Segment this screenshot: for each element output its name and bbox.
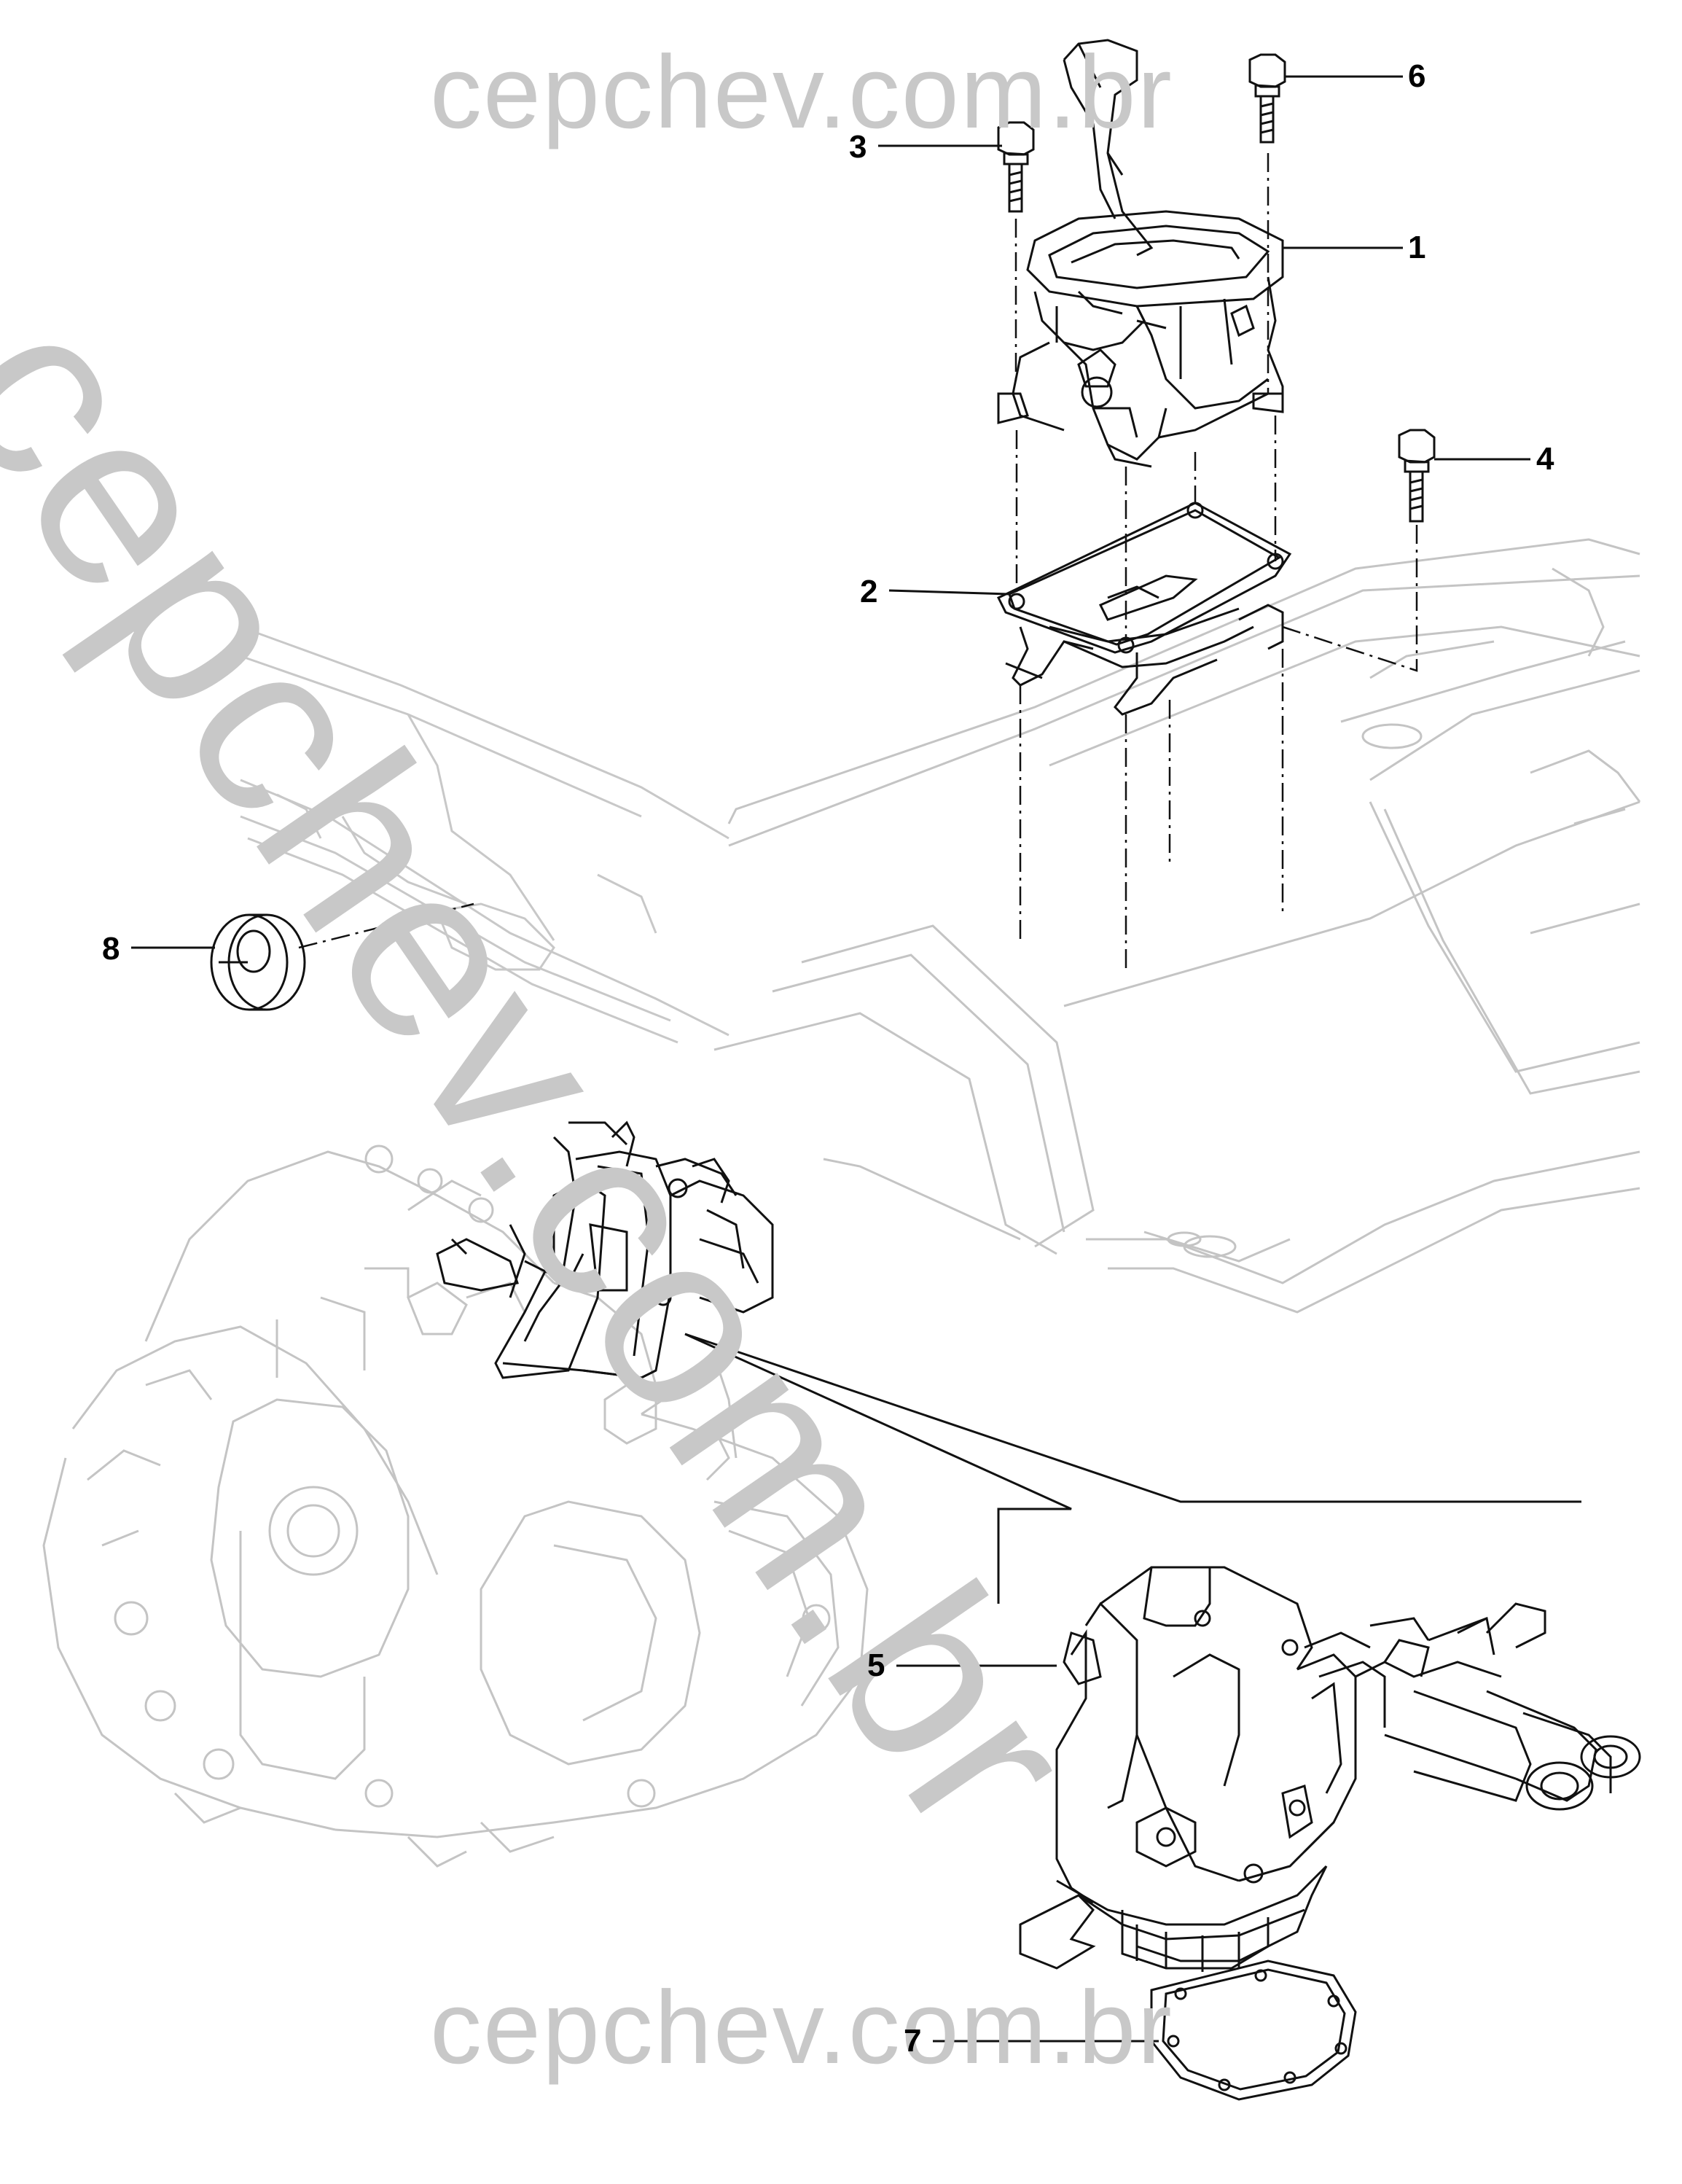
callout-4: 4 (1536, 441, 1554, 477)
actuator-gasket (1150, 1959, 1357, 2101)
callout-2: 2 (860, 574, 878, 609)
grommet-plug (210, 913, 306, 1011)
shift-lever-housing (997, 39, 1284, 468)
callout-7: 7 (904, 2023, 922, 2059)
bolt-3 (997, 121, 1035, 213)
callout-3: 3 (849, 129, 867, 165)
transmission-outline (42, 1144, 869, 1868)
frame-rail-outline (240, 625, 729, 1044)
actuator-module (1019, 1566, 1641, 1972)
assembly-guide-lines (298, 153, 1418, 970)
mounted-actuator (436, 1120, 774, 1379)
gasket-mount (996, 502, 1292, 716)
callout-1: 1 (1408, 230, 1426, 265)
callout-8: 8 (102, 931, 120, 967)
bolt-6 (1248, 53, 1286, 144)
bolt-4 (1398, 429, 1436, 523)
callout-leaders (131, 75, 1530, 2043)
callout-5: 5 (867, 1647, 885, 1683)
actuator-detail-leader (684, 1333, 1581, 1604)
callout-6: 6 (1408, 58, 1426, 94)
vehicle-floor-outline (713, 538, 1641, 1314)
